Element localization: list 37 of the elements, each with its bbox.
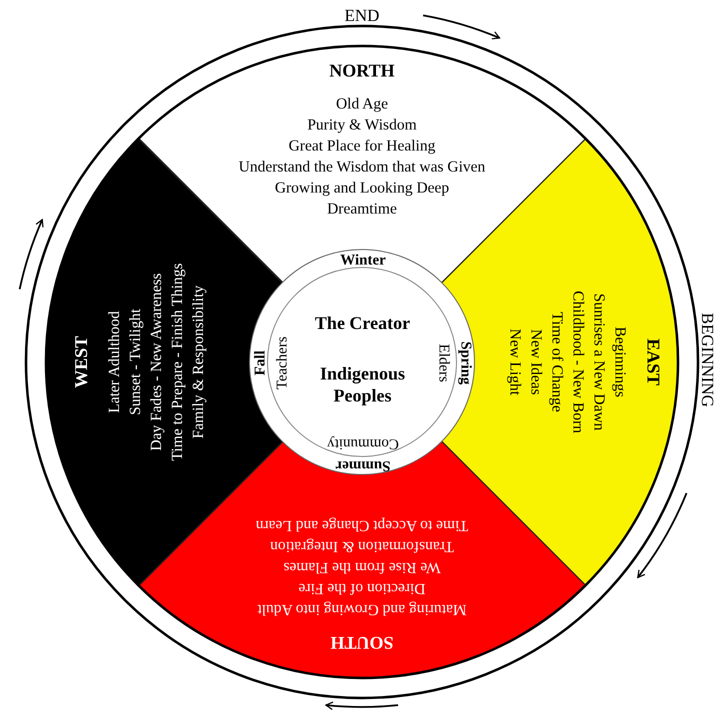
season-label: Summer: [336, 456, 390, 474]
role-label: Community: [326, 434, 398, 452]
quadrant-text: Time of Change: [548, 310, 566, 414]
quadrant-text: Time to Prepare - Finish Things: [168, 263, 187, 461]
direction-heading: NORTH: [328, 60, 396, 82]
direction-heading: SOUTH: [329, 632, 394, 653]
quadrant-text: Later Adulthood: [105, 310, 124, 415]
quadrant-text: New Ideas: [526, 328, 546, 397]
quadrant-text: Dreamtime: [326, 200, 398, 220]
direction-heading: EAST: [642, 337, 664, 388]
role-label: Teachers: [273, 336, 292, 390]
quadrant-text: Great Place for Healing: [288, 136, 436, 156]
quadrant-text: Direction of the Fire: [298, 579, 426, 599]
quadrant-text: Sunset - Twilight: [126, 308, 145, 418]
quadrant-text: Old Age: [334, 94, 390, 114]
quadrant-text: Maturing and Growing into Adult: [256, 600, 468, 620]
quadrant-text: New Light: [506, 328, 524, 398]
quadrant-text: Purity & Wisdom: [306, 116, 418, 136]
quadrant-text: Transformation & Integration: [269, 537, 455, 557]
center-title: The Creator: [314, 311, 410, 334]
direction-heading: WEST: [71, 334, 92, 390]
role-label: Elders: [434, 343, 452, 382]
quadrant-text: Day Fades - New Awareness: [147, 272, 166, 453]
quadrant-text: Beginnings: [610, 326, 630, 400]
cycle-label: BEGINNING: [697, 312, 717, 408]
quadrant-text: Sunrises a New Dawn: [590, 292, 608, 433]
quadrant-text: Time to Accept Change and Learn: [256, 516, 468, 536]
quadrant-text: Growing and Looking Deep: [274, 178, 450, 198]
quadrant-text: Understand the Wisdom that was Given: [238, 158, 486, 178]
season-label: Fall: [252, 350, 270, 376]
cycle-label: END: [344, 6, 380, 26]
quadrant-text: Family & Responsibility: [189, 284, 208, 441]
season-label: Spring: [456, 341, 474, 385]
quadrant-text: We Rise from the Flames: [282, 558, 442, 578]
season-label: Winter: [340, 252, 386, 270]
quadrant-text: Childhood - New Born: [568, 290, 588, 434]
center-title: Indigenous Peoples: [318, 362, 406, 407]
